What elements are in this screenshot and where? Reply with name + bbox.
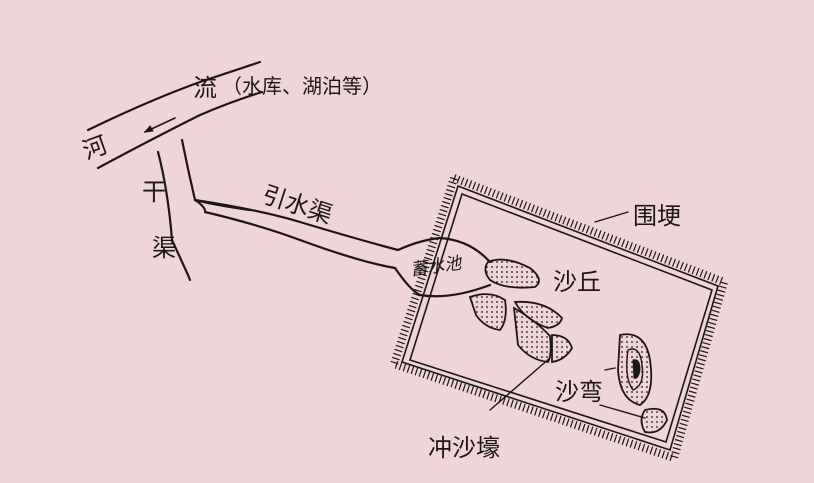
intake-canal-upper bbox=[193, 198, 492, 264]
trench-leader bbox=[489, 357, 551, 411]
river-bank-upper bbox=[86, 60, 262, 132]
embankment-leader bbox=[594, 211, 629, 223]
label-main-canal-qu: 渠 bbox=[152, 234, 176, 262]
label-river-note: （水库、湖泊等） bbox=[222, 74, 382, 98]
label-main-canal-gan: 干 bbox=[142, 178, 166, 206]
dune-4 bbox=[512, 306, 552, 363]
dune-2 bbox=[468, 293, 507, 331]
main-canal-left bbox=[156, 150, 190, 277]
dune-5 bbox=[551, 334, 573, 364]
embankment-outer bbox=[400, 184, 719, 452]
main-canal-right bbox=[180, 138, 252, 212]
dune-7 bbox=[640, 407, 668, 434]
river-bank-lower bbox=[96, 90, 264, 170]
dune-1 bbox=[484, 258, 540, 289]
embankment-inner bbox=[408, 192, 713, 444]
label-river-liu: 流 bbox=[193, 74, 217, 102]
label-sand-bend: 沙弯 bbox=[555, 378, 603, 406]
bend-leader bbox=[599, 367, 646, 419]
label-flush-trench: 冲沙壕 bbox=[428, 434, 500, 462]
label-dune: 沙丘 bbox=[553, 268, 601, 296]
intake-canal-lower bbox=[203, 210, 492, 298]
label-embankment: 围埂 bbox=[633, 202, 681, 230]
